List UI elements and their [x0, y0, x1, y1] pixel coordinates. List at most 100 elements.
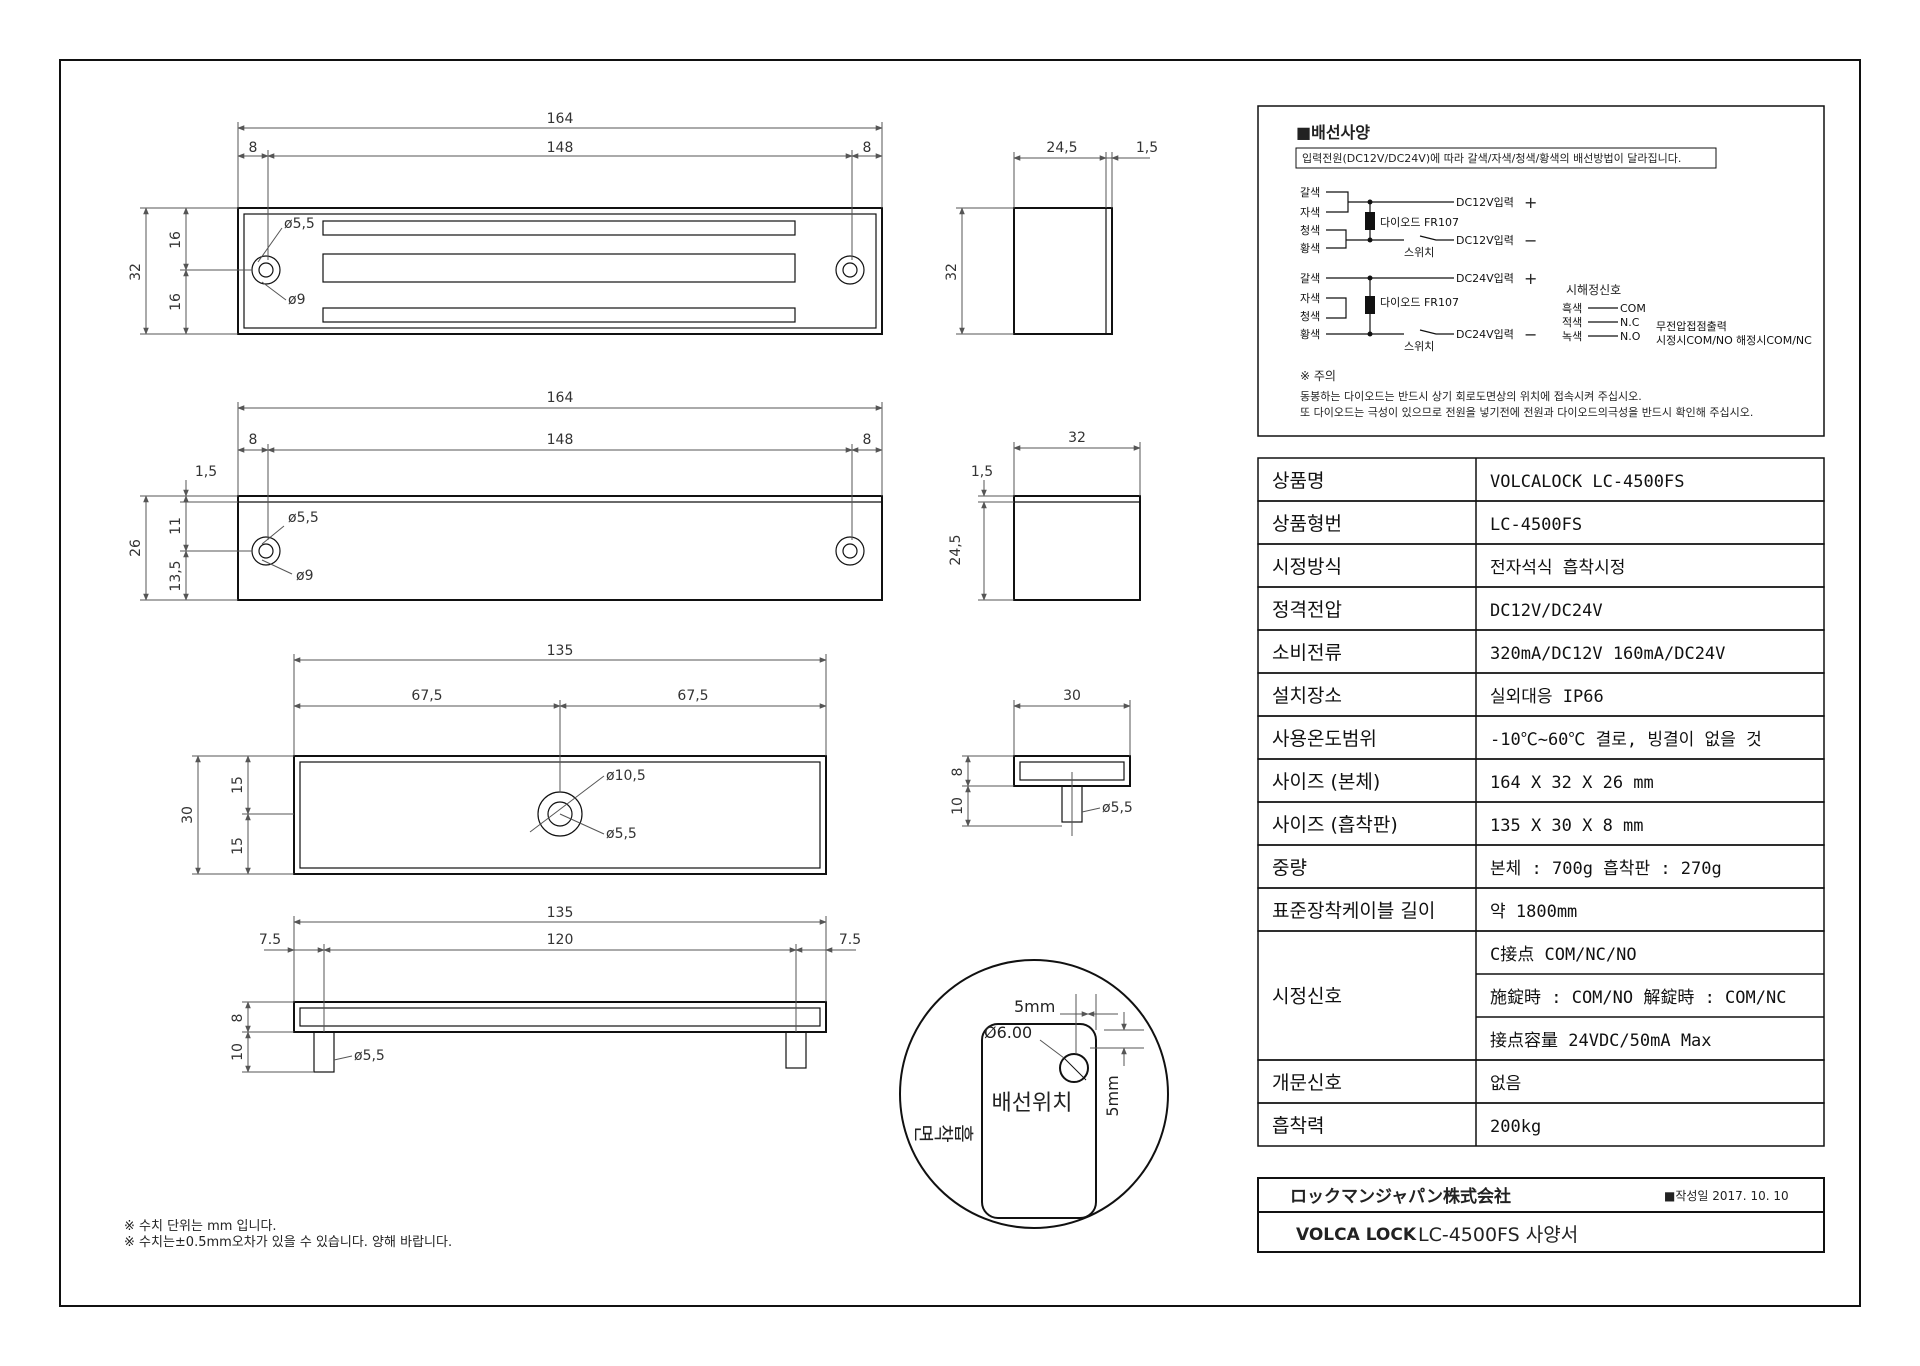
- spec-label: 설치장소: [1272, 685, 1342, 707]
- dim-plate-total: 135: [547, 643, 574, 659]
- dim-front-lower: 13,5: [168, 560, 184, 591]
- dim-plate-right-half: 67,5: [677, 688, 708, 704]
- created-date: ■작성일 2017. 10. 10: [1664, 1189, 1789, 1203]
- body-front-view: 164 8 148 8 1,5 ø5,5 ø9 26 11 13,5: [128, 390, 883, 601]
- note-units: ※ 수치 단위는 mm 입니다.: [124, 1219, 277, 1234]
- spec-value: 135 X 30 X 8 mm: [1490, 816, 1644, 836]
- dim-pf-left: 7.5: [259, 932, 281, 948]
- plate-side-view: 30 ø5,5 8 10: [950, 688, 1133, 836]
- signal-label: 시정신호: [1272, 986, 1342, 1008]
- wiring-intro: 입력전원(DC12V/DC24V)에 따라 갈색/자색/청색/황색의 배선방법이…: [1302, 151, 1681, 165]
- dim-front-left: 8: [249, 432, 258, 448]
- dim-front-hole-large: ø9: [296, 568, 313, 584]
- caution-title: ※ 주의: [1300, 369, 1336, 383]
- c12-switch: 스위치: [1404, 246, 1434, 259]
- dim-pf-middle: 120: [547, 932, 574, 948]
- dim-front-right: 8: [863, 432, 872, 448]
- signal-no: N.O: [1620, 330, 1641, 343]
- dim-total-length: 164: [547, 111, 574, 127]
- detail-offset-x: 5mm: [1014, 997, 1055, 1016]
- dim-plate-upper: 15: [230, 776, 246, 794]
- c24-purple: 자색: [1300, 292, 1320, 305]
- dim-plate-lower: 15: [230, 837, 246, 855]
- c12-minus-label: DC12V입력: [1456, 234, 1514, 247]
- signal-green: 녹색: [1562, 330, 1582, 343]
- body-side-view-top: 24,5 1,5 32: [944, 140, 1158, 335]
- c24-plus-label: DC24V입력: [1456, 272, 1514, 285]
- c24-minus-sign: −: [1524, 325, 1537, 344]
- dim-side2-width: 32: [1068, 430, 1086, 446]
- spec-value: 200kg: [1490, 1117, 1541, 1137]
- spec-value: 본체 : 700g 흡착판 : 270g: [1490, 859, 1722, 879]
- dim-half-top: 16: [168, 231, 184, 249]
- spec-value: DC12V/DC24V: [1490, 601, 1603, 621]
- spec-value: 전자석식 흡착시정: [1490, 558, 1625, 578]
- dim-hole-small: ø5,5: [284, 216, 315, 232]
- c12-minus-sign: −: [1524, 231, 1537, 250]
- dim-plate-side-lower: 10: [950, 797, 966, 815]
- c24-plus-sign: +: [1524, 269, 1537, 288]
- dim-side2-height: 24,5: [948, 534, 964, 565]
- spec-value: 약 1800mm: [1490, 902, 1577, 922]
- dim-middle-span: 148: [547, 140, 574, 156]
- dim-pf-upper: 8: [230, 1014, 246, 1023]
- plate-front-view: 135 7.5 120 7.5 ø5,5 8 10: [230, 905, 861, 1073]
- c12-plus-label: DC12V입력: [1456, 196, 1514, 209]
- dim-front-middle: 148: [547, 432, 574, 448]
- signal-value: C接点 COM/NC/NO: [1490, 945, 1637, 965]
- spec-value: LC-4500FS: [1490, 515, 1582, 535]
- dim-plate-side-width: 30: [1063, 688, 1081, 704]
- dim-plate-side-upper: 8: [950, 768, 966, 777]
- title-block: ロックマンジャパン株式会社 ■작성일 2017. 10. 10 VOLCA LO…: [1257, 1177, 1825, 1253]
- detail-wiring-label: 배선위치: [992, 1091, 1073, 1116]
- dim-pf-pin: ø5,5: [354, 1048, 385, 1064]
- dim-pf-total: 135: [547, 905, 574, 921]
- spec-label: 상품형번: [1272, 513, 1342, 535]
- spec-value: -10℃~60℃ 결로, 빙결이 없을 것: [1490, 730, 1762, 750]
- wiring-title: ■배선사양: [1296, 123, 1370, 142]
- spec-value: 없음: [1490, 1074, 1521, 1094]
- dim-plate-hole-outer: ø10,5: [606, 768, 646, 784]
- signal-contact: 무전압접점출력: [1656, 320, 1727, 333]
- note-tolerance: ※ 수치는±0.5mm오차가 있을 수 있습니다. 양해 바랍니다.: [124, 1235, 452, 1250]
- c24-diode: 다이오드 FR107: [1380, 296, 1459, 309]
- signal-lock: 시정시COM/NO: [1656, 334, 1733, 347]
- volcalock-logo: VOLCA LOCK: [1296, 1225, 1417, 1245]
- dim-plate-side-pin: ø5,5: [1102, 800, 1133, 816]
- detail-offset-y: 5mm: [1103, 1075, 1122, 1116]
- dim-pf-right: 7.5: [839, 932, 861, 948]
- dim-pf-lower: 10: [230, 1043, 246, 1061]
- spec-label: 개문신호: [1272, 1072, 1342, 1094]
- c12-diode: 다이오드 FR107: [1380, 216, 1459, 229]
- c24-blue: 청색: [1300, 310, 1320, 323]
- dim-left-offset: 8: [249, 140, 258, 156]
- dim-height: 32: [128, 263, 144, 281]
- detail-hole: Ø6.00: [984, 1023, 1032, 1042]
- signal-com: COM: [1620, 302, 1646, 315]
- spec-label: 사용온도범위: [1272, 728, 1377, 750]
- spec-label: 흡착력: [1272, 1115, 1324, 1137]
- dim-plate-hole-inner: ø5,5: [606, 826, 637, 842]
- body-top-view: 164 8 148 8 ø5,5 ø9 32 16 16: [128, 111, 883, 335]
- spec-label: 시정방식: [1272, 556, 1342, 578]
- spec-row: [1257, 1102, 1825, 1147]
- dim-side-lip: 1,5: [1136, 140, 1158, 156]
- spec-value: 320mA/DC12V 160mA/DC24V: [1490, 644, 1725, 664]
- dim-hole-large: ø9: [288, 292, 305, 308]
- wiring-spec-box: ■배선사양 입력전원(DC12V/DC24V)에 따라 갈색/자색/청색/황색의…: [1257, 105, 1825, 437]
- dim-front-lip: 1,5: [195, 464, 217, 480]
- wiring-position-detail: 5mm Ø6.00 5mm 배선위치 흡착면: [899, 959, 1169, 1229]
- spec-label: 중량: [1272, 857, 1307, 879]
- c12-yellow: 황색: [1300, 242, 1320, 255]
- spec-label: 소비전류: [1272, 642, 1342, 664]
- c12-blue: 청색: [1300, 224, 1320, 237]
- caution-line-1: 동봉하는 다이오드는 반드시 상기 회로도면상의 위치에 접속시켜 주십시오.: [1300, 389, 1642, 403]
- spec-label: 사이즈 (흡착판): [1272, 814, 1398, 836]
- spec-value: 실외대응 IP66: [1490, 687, 1604, 707]
- dim-front-total: 164: [547, 390, 574, 406]
- drawing-frame: [59, 59, 1861, 1307]
- c12-plus-sign: +: [1524, 193, 1537, 212]
- spec-label: 사이즈 (본체): [1272, 771, 1380, 793]
- c24-switch: 스위치: [1404, 340, 1434, 353]
